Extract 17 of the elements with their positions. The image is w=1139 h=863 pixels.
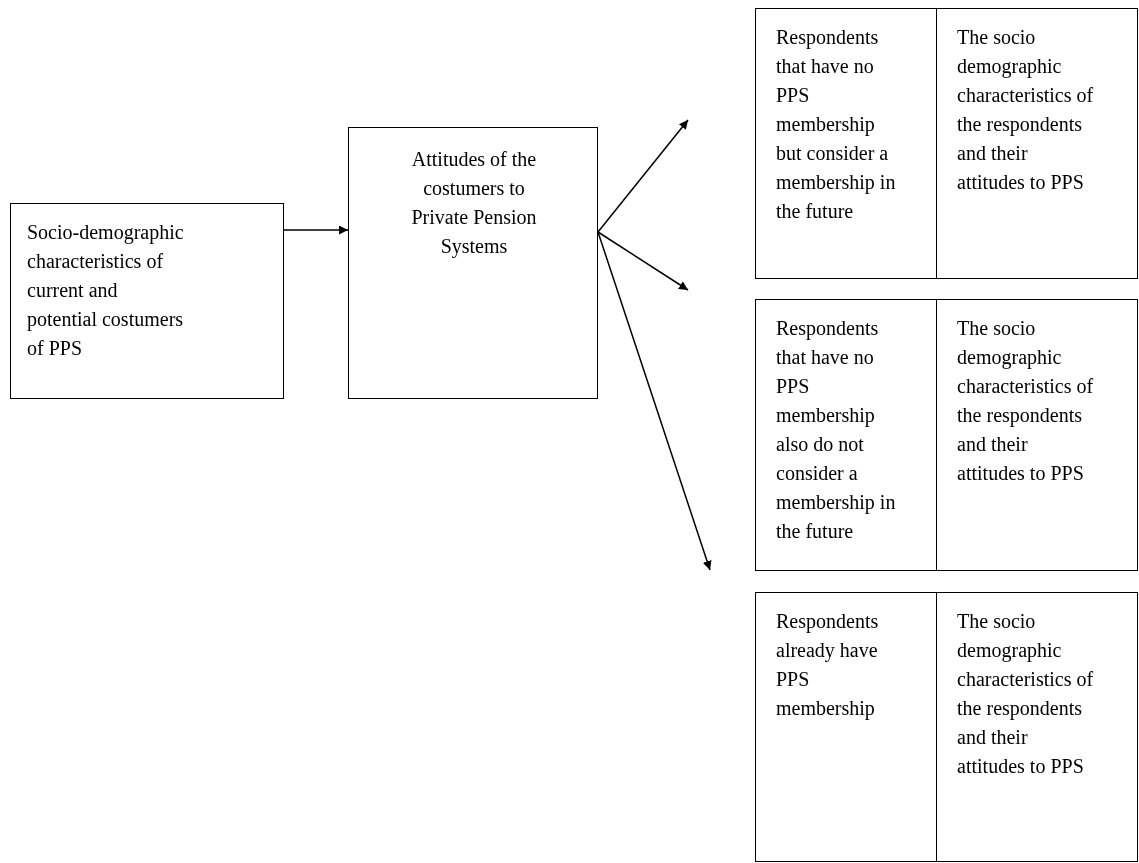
arrow (597, 119, 689, 233)
table-cell: The socio demographic characteristics of the respondents and their attitudes to PPS (936, 593, 1137, 861)
process-box (10, 203, 284, 399)
box-text: Socio-demographic characteristics of current and potential costumers of PPS (27, 220, 185, 361)
table-box (755, 8, 1138, 279)
table-cell: The socio demographic characteristics of the respondents and their attitudes to PPS (936, 300, 1137, 570)
table-cell-text: Respondents already have PPS membership (775, 609, 880, 722)
table-cell-text: Respondents that have no PPS membership also do not consider a membership in the future (775, 316, 897, 544)
arrow (283, 225, 349, 235)
table-cell-text: Respondents that have no PPS membership but consider a membership in the future (775, 25, 897, 224)
arrow (597, 231, 712, 571)
box-text: Attitudes of the costumers to Private Pension Systems (410, 147, 538, 260)
process-box (348, 127, 598, 399)
arrow (597, 231, 689, 291)
table-cell: The socio demographic characteristics of the respondents and their attitudes to PPS (936, 9, 1137, 278)
table-box (755, 299, 1138, 571)
table-box (755, 592, 1138, 862)
